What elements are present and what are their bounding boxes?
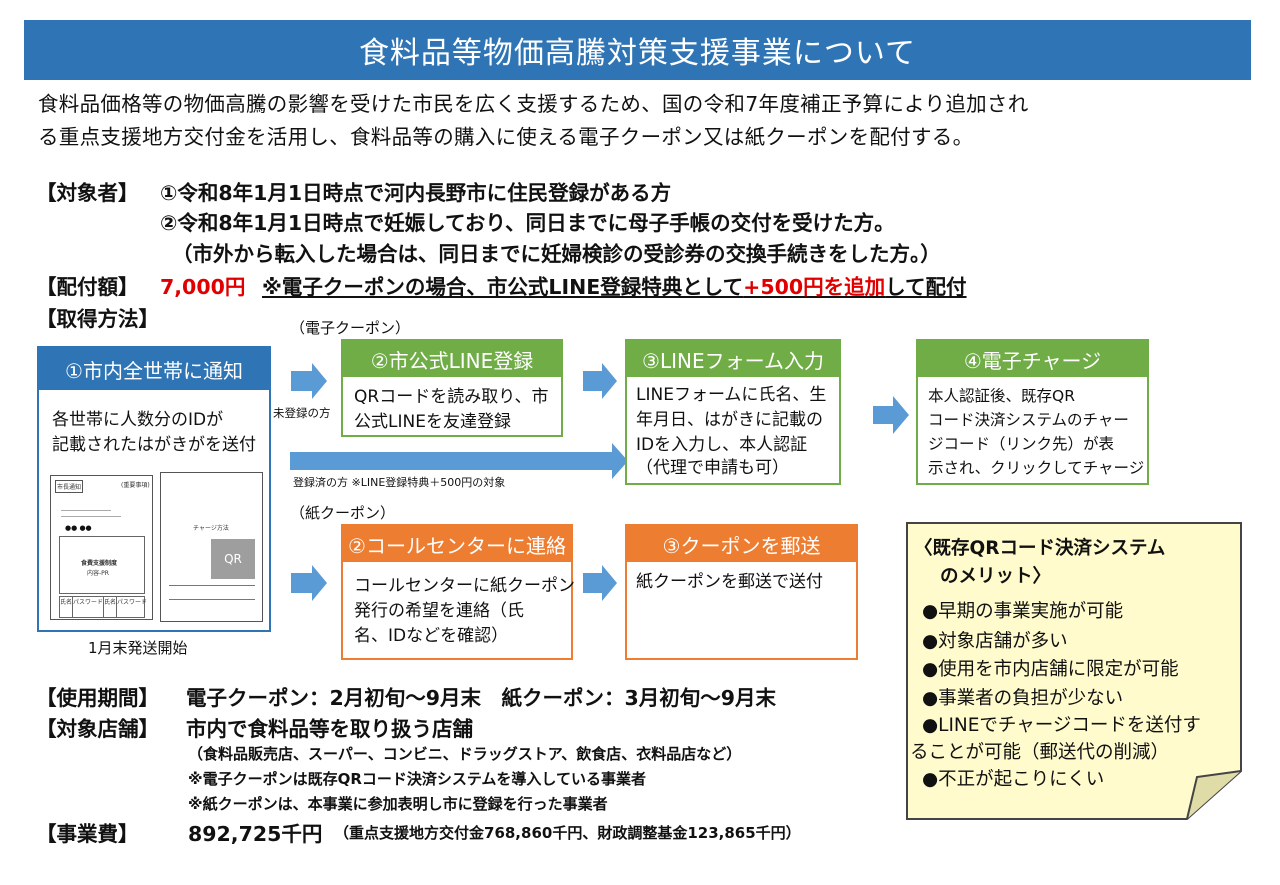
qr-placeholder: QR [211,539,255,579]
intro-line1: 食料品価格等の物価高騰の影響を受けた市民を広く支援するため、国の令和7年度補正予… [38,92,1029,116]
e-step2-line2: 公式LINEを友達登録 [354,412,511,432]
amount-value: 7,000円 [160,275,246,299]
merit-item: ●早期の事業実施が可能 [922,601,1124,622]
amount-note: ※電子クーポンの場合、市公式LINE登録特典として+500円を追加して配付 [262,270,967,300]
registered-label: 登録済の方 ※LINE登録特典＋500円の対象 [293,476,506,489]
intro-text: 食料品価格等の物価高騰の影響を受けた市民を広く支援するため、国の令和7年度補正予… [38,88,1253,154]
e-step3-line4: （代理で申請も可） [636,458,789,478]
e-step2-line1: QRコードを読み取り、市 [354,387,549,407]
e-step4-title: ④電子チャージ [918,341,1147,377]
postcard-back-image: チャージ方法 QR [160,472,263,622]
stores-note1: （食料品販売店、スーパー、コンビニ、ドラッグストア、飲食店、衣料品店など） [188,745,742,763]
period-label: 【使用期間】 [36,686,159,710]
e-step2-title: ②市公式LINE登録 [343,341,561,377]
step1-caption: 1月末発送開始 [88,639,188,657]
stores-note2: ※電子クーポンは既存QRコード決済システムを導入している事業者 [188,770,646,788]
merit-item: ●LINEでチャージコードを送付す [922,715,1201,736]
e-step3-line1: LINEフォームに氏名、生 [636,385,827,405]
amount-note-post: して配付 [885,275,967,299]
postcard-tag: 市長通知 [55,480,84,493]
e-step3-title: ③LINEフォーム入力 [627,341,839,377]
merit-item: ることが可能（郵送代の削減） [910,742,1170,763]
merit-item: ●対象店舗が多い [922,631,1068,652]
p-step2-line3: 名、IDなどを確認） [354,626,509,646]
step1-line1: 各世帯に人数分のIDが [52,410,224,430]
arrow-right-icon [290,443,628,479]
e-step4-line2: コード決済システムのチャー [928,411,1129,429]
step1-title: ①市内全世帯に通知 [39,348,269,390]
arrow-right-icon [291,363,327,399]
cost-value: 892,725千円 [188,822,323,846]
electronic-label: （電子クーポン） [290,319,411,337]
target-item1: ①令和8年1月1日時点で河内長野市に住民登録がある方 [160,181,672,205]
target-item2: ②令和8年1月1日時点で妊娠しており、同日までに母子手帳の交付を受けた方。 [160,211,895,235]
amount-label: 【配付額】 [36,275,139,299]
period-value: 電子クーポン：2月初旬～9月末 紙クーポン：3月初旬～9月末 [186,686,777,710]
amount-note-pre: ※電子クーポンの場合、市公式LINE登録特典として [262,275,744,299]
postcard-title: 食費支援制度 [81,560,118,567]
p-step3-title: ③クーポンを郵送 [627,526,856,562]
merit-item: ●事業者の負担が少ない [922,688,1124,709]
merit-title1: 〈既存QRコード決済システム [914,538,1166,559]
merit-title2: のメリット〉 [940,566,1052,587]
p-step2-line1: コールセンターに紙クーポン [354,576,575,596]
paper-label: （紙クーポン） [290,504,396,522]
e-step4-line4: 示され、クリックしてチャージ [928,459,1145,477]
stores-label: 【対象店舗】 [36,717,159,741]
e-step3-line3: IDを入力し、本人認証 [636,435,808,455]
merit-note-shape [906,522,1242,820]
stores-note3: ※紙クーポンは、本事業に参加表明し市に登録を行った事業者 [188,795,608,813]
cost-label: 【事業費】 [36,822,139,846]
p-step2-line2: 発行の希望を連絡（氏 [354,601,524,621]
postcard-cell: パスワード [117,599,148,606]
postcard-front-image: 市長通知 (重要事項) ●● ●● 食費支援制度 内容-PR 氏名 パスワード … [50,475,153,620]
postcard-cell: パスワード [73,597,105,617]
intro-line2: る重点支援地方交付金を活用し、食料品等の購入に使える電子クーポン又は紙クーポンを… [38,125,974,149]
amount-note-red: +500円を追加 [743,275,886,299]
e-step4-line1: 本人認証後、既存QR [928,387,1075,405]
postcard-cell: 氏名 [104,597,118,617]
arrow-right-icon [583,565,617,601]
merit-item: ●使用を市内店舗に限定が可能 [922,659,1179,680]
e-step3-line2: 年月日、はがきに記載の [636,410,823,430]
e-step4-line3: ジコード（リンク先）が表 [928,435,1115,453]
e-step4-text: 本人認証後、既存QR コード決済システムのチャー ジコード（リンク先）が表 示さ… [928,384,1144,480]
merit-item: ●不正が起こりにくい [922,769,1105,790]
arrow-right-icon [873,396,909,434]
arrow-right-icon [291,565,327,601]
arrow-right-icon [583,363,617,399]
target-label: 【対象者】 [36,181,139,205]
step1-line2: 記載されたはがきがを送付 [52,435,256,455]
postcard-sub: 内容-PR [87,570,109,577]
p-step3-line1: 紙クーポンを郵送で送付 [636,572,823,592]
postcard-top: (重要事項) [121,482,150,489]
postcard-back-title: チャージ方法 [193,525,229,532]
postcard-cell: 氏名 [60,597,74,617]
cost-detail: （重点支援地方交付金768,860千円、財政調整基金123,865千円） [334,824,801,842]
p-step2-title: ②コールセンターに連絡 [343,526,571,562]
unregistered-label: 未登録の方 [273,406,331,420]
stores-value: 市内で食料品等を取り扱う店舗 [186,717,473,741]
method-label: 【取得方法】 [36,307,159,331]
page-title: 食料品等物価高騰対策支援事業について [24,20,1251,80]
target-item3: （市外から転入した場合は、同日までに妊婦検診の受診券の交換手続きをした方。） [172,242,941,266]
